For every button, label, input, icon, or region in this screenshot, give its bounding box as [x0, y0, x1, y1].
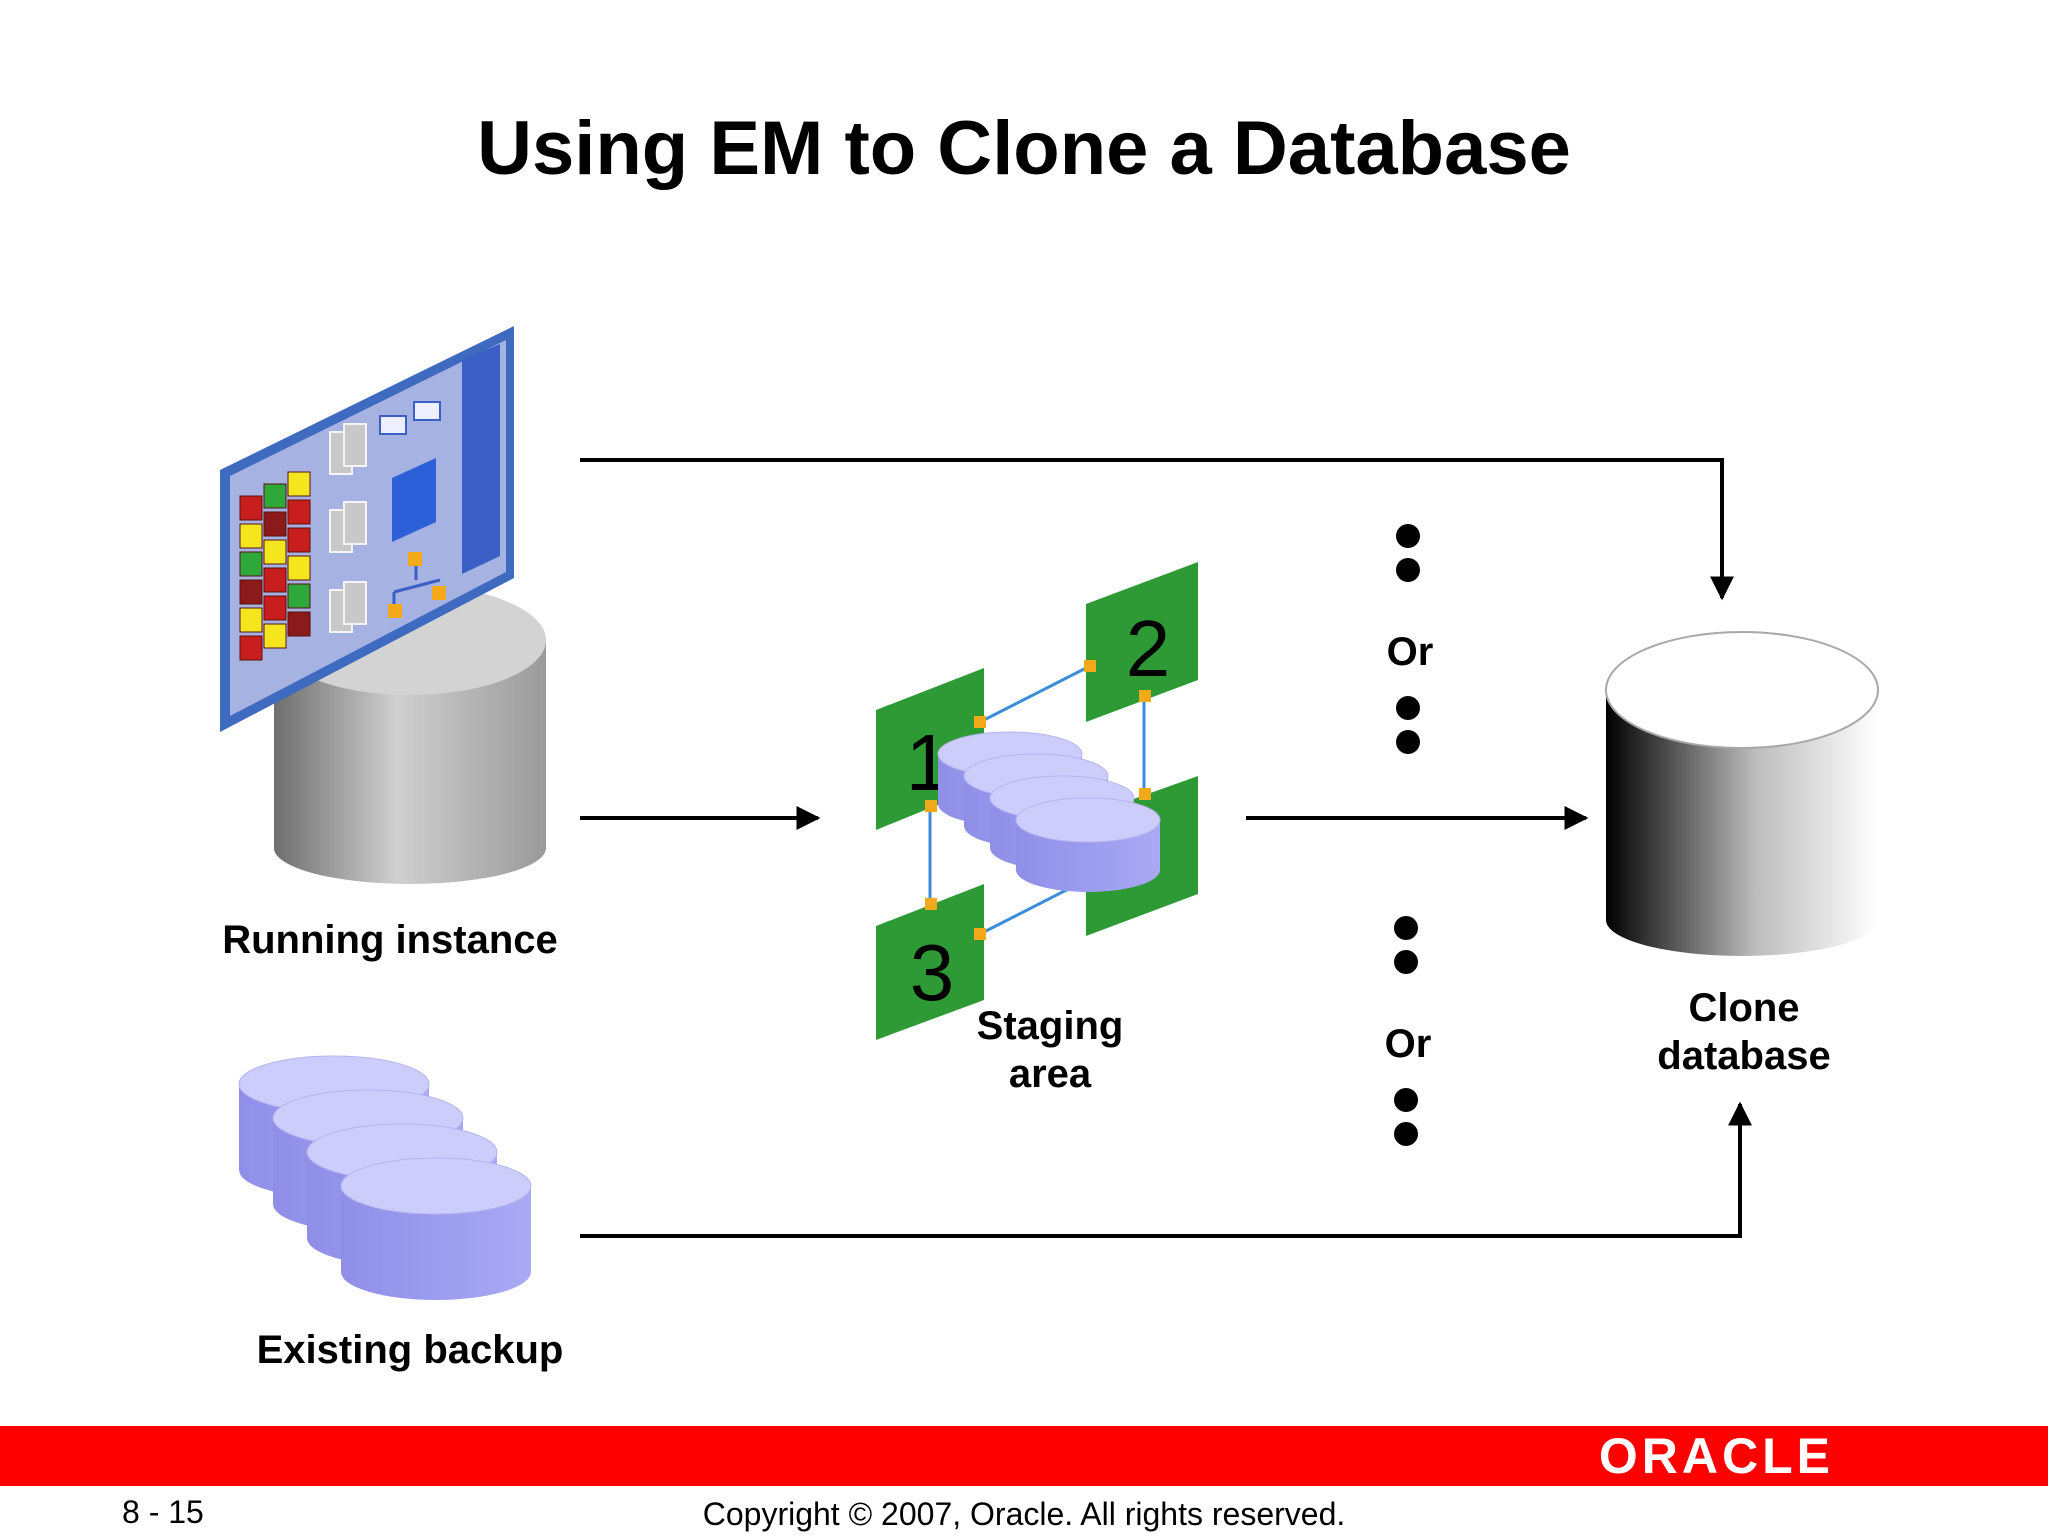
- staging-area-label-line1: Staging: [976, 1004, 1124, 1048]
- existing-backup-label: Existing backup: [256, 1328, 564, 1372]
- disk: [1015, 797, 1161, 892]
- status-tile: [287, 583, 311, 609]
- status-tile: [263, 483, 287, 509]
- or-separator-dots: [1394, 524, 1420, 1146]
- status-tile: [239, 551, 263, 577]
- status-tile: [263, 623, 287, 649]
- status-tile: [287, 527, 311, 553]
- footer-bar: [0, 1426, 2048, 1486]
- status-tile: [239, 579, 263, 605]
- slide-title: Using EM to Clone a Database: [477, 106, 1571, 191]
- status-tile: [239, 607, 263, 633]
- staging-area-icon: 1 2 3: [876, 562, 1198, 1040]
- status-tile: [239, 635, 263, 661]
- status-tile: [263, 511, 287, 537]
- page-number: 8 - 15: [122, 1494, 204, 1530]
- clone-database-label-line1: Clone: [1688, 986, 1800, 1030]
- status-tile: [263, 567, 287, 593]
- arrow-running-instance-to-clone: [580, 458, 1734, 601]
- staging-panel-3: [876, 884, 984, 1040]
- staging-disk-stack: [937, 731, 1161, 892]
- status-tile: [287, 499, 311, 525]
- status-tile: [287, 611, 311, 637]
- status-tile: [239, 523, 263, 549]
- running-instance-label: Running instance: [222, 918, 558, 962]
- status-tile: [239, 495, 263, 521]
- clone-diagram: 1 2 3: [220, 326, 1879, 1300]
- arrow-backup-to-clone: [580, 1101, 1752, 1238]
- em-status-tiles: [239, 471, 311, 661]
- clone-database-label-line2: database: [1657, 1034, 1831, 1078]
- staging-panel-2: [1086, 562, 1198, 722]
- or-label-top: Or: [1386, 630, 1434, 674]
- disk: [340, 1157, 532, 1300]
- oracle-logo: ORACLE: [1598, 1428, 1834, 1484]
- status-tile: [263, 539, 287, 565]
- status-tile: [287, 555, 311, 581]
- panel-number-3: 3: [910, 928, 955, 1017]
- staging-area-label-line2: area: [1008, 1052, 1092, 1096]
- clone-database-cylinder: [1605, 631, 1879, 956]
- panel-number-2: 2: [1126, 604, 1171, 693]
- copyright-text: Copyright © 2007, Oracle. All rights res…: [702, 1496, 1346, 1532]
- status-tile: [287, 471, 311, 497]
- or-label-bottom: Or: [1384, 1022, 1432, 1066]
- status-tile: [263, 595, 287, 621]
- existing-backup-disk-stack: [238, 1055, 532, 1300]
